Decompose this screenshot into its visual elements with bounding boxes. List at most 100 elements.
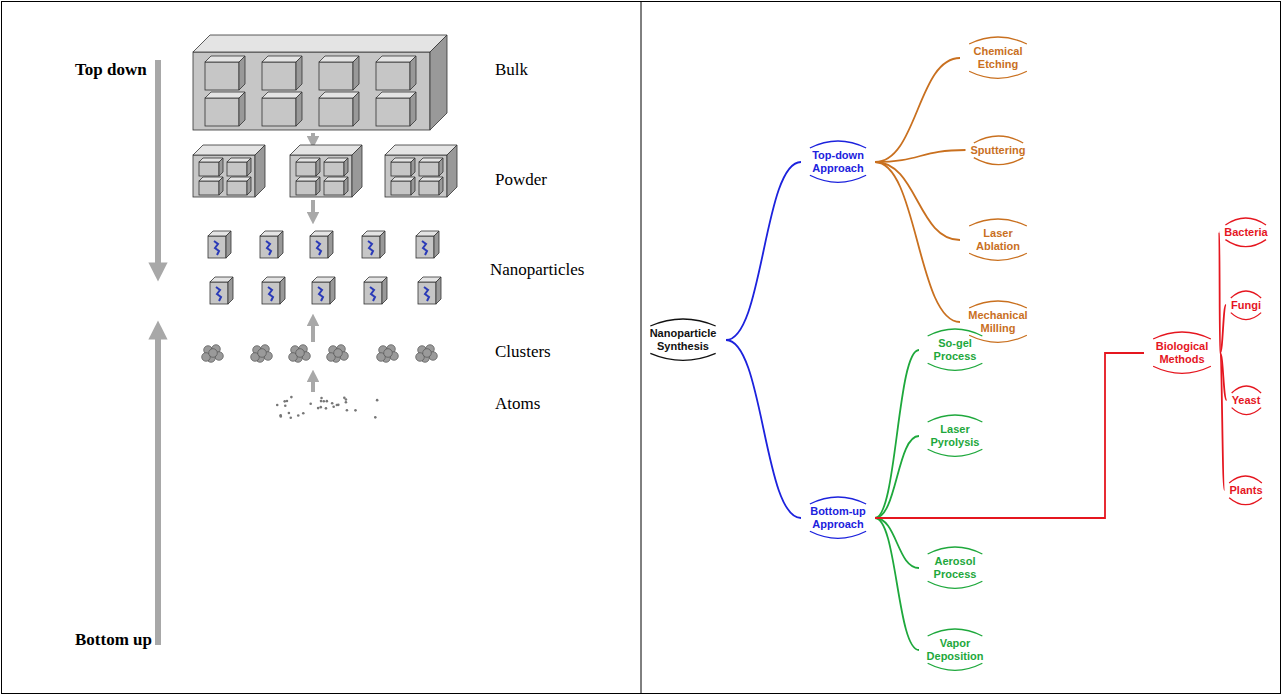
powder-cube — [199, 177, 223, 195]
cube-face — [419, 181, 439, 195]
cube-face — [219, 158, 223, 176]
cube-face — [376, 98, 410, 126]
nanoparticle-cube — [260, 231, 283, 258]
cube-face — [226, 231, 231, 258]
nanoparticle-cube — [416, 231, 439, 258]
cube-face — [193, 145, 265, 155]
arc-cap — [1226, 218, 1267, 225]
arc-cap — [1153, 332, 1211, 339]
powder-block — [290, 145, 362, 197]
branch-node: Biological Methods — [1144, 329, 1220, 376]
bulk-block — [193, 35, 447, 130]
atom — [288, 412, 291, 415]
arc-cap — [969, 254, 1027, 261]
arc-cap — [1226, 239, 1267, 246]
bulk-cube — [262, 92, 302, 126]
top-down-arrow — [155, 60, 161, 272]
powder-cube — [419, 177, 443, 195]
branch-node: Nanoparticle Synthesis — [640, 316, 726, 363]
arc-cap — [1231, 386, 1260, 393]
atom-cluster — [202, 345, 224, 363]
cube-face — [310, 236, 328, 258]
cube-face — [410, 56, 416, 90]
atom — [326, 400, 329, 403]
node-label: Aerosol Process — [924, 555, 986, 580]
cube-face — [205, 56, 245, 62]
arc-cap — [1231, 291, 1261, 298]
arc-cap — [928, 450, 983, 457]
step-arrow — [311, 320, 315, 342]
atom — [320, 397, 323, 400]
cube-face — [330, 277, 335, 304]
powder-cube — [324, 177, 348, 195]
cube-face — [364, 282, 382, 304]
nanoparticle-cube — [208, 231, 231, 258]
cube-face — [328, 231, 333, 258]
powder-cube — [324, 158, 348, 176]
branch-node: Plants — [1224, 473, 1267, 508]
cube-face — [210, 282, 228, 304]
powder-cube — [296, 177, 320, 195]
branch-connector — [1220, 353, 1224, 490]
cube-face — [239, 56, 245, 90]
cube-face — [262, 282, 280, 304]
branch-connector — [875, 162, 960, 322]
cube-face — [239, 92, 245, 126]
cube-face — [255, 145, 265, 197]
nanoparticle-cube — [418, 277, 441, 304]
atom — [376, 399, 379, 402]
cube-face — [296, 92, 302, 126]
nanoparticle-cube — [210, 277, 233, 304]
cube-face — [380, 231, 385, 258]
branch-connector — [875, 350, 919, 518]
branch-node: Sputtering — [966, 133, 1031, 168]
arc-cap — [969, 336, 1027, 343]
nanoparticle-core — [216, 287, 221, 301]
cube-face — [247, 177, 251, 195]
arc-cap — [810, 497, 866, 504]
atom — [346, 409, 349, 412]
atom — [423, 349, 432, 358]
cube-face — [391, 181, 411, 195]
atom — [283, 400, 286, 403]
atom — [384, 349, 393, 358]
cube-face — [344, 177, 348, 195]
node-label: Chemical Etching — [965, 45, 1031, 70]
atom — [337, 404, 340, 407]
branch-node: Laser Pyrolysis — [919, 412, 991, 459]
arc-cap — [928, 329, 983, 336]
atom — [319, 406, 322, 409]
atom-cluster — [289, 345, 311, 363]
cube-face — [411, 177, 415, 195]
cube-face — [439, 158, 443, 176]
node-label: Laser Ablation — [965, 227, 1031, 252]
node-label: Vapor Deposition — [924, 637, 986, 662]
bulk-cube — [205, 92, 245, 126]
arc-cap — [1153, 367, 1211, 374]
cube-face — [352, 145, 362, 197]
cube-face — [278, 231, 283, 258]
arc-cap — [1230, 497, 1263, 504]
cube-face — [385, 155, 447, 197]
branch-connector — [875, 436, 919, 518]
cube-face — [199, 181, 219, 195]
cube-face — [324, 162, 344, 176]
cube-face — [219, 177, 223, 195]
cube-face — [312, 282, 330, 304]
atom — [276, 404, 279, 407]
cube-face — [353, 56, 359, 90]
powder-block — [385, 145, 457, 197]
cube-face — [316, 158, 320, 176]
nanoparticle-cube — [310, 231, 333, 258]
node-label: Sputtering — [971, 144, 1026, 157]
branch-connector — [875, 353, 1144, 518]
cube-face — [319, 62, 353, 90]
arc-cap — [810, 141, 866, 148]
nanoparticle-core — [214, 241, 219, 255]
cube-face — [418, 282, 436, 304]
branch-node: So-gel Process — [919, 326, 991, 373]
arc-cap — [928, 629, 983, 636]
step-arrow — [311, 376, 315, 392]
